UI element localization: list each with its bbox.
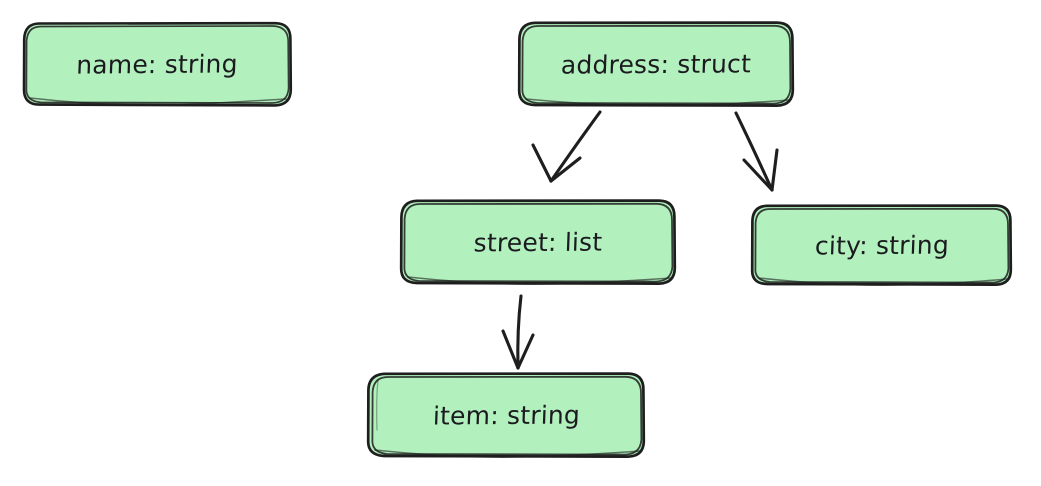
edge-street-to-item-head-right <box>516 333 535 370</box>
node-name-fill <box>24 23 291 105</box>
edge-address-to-city-head-right <box>770 148 779 192</box>
node-address-border-b <box>521 24 792 105</box>
node-name[interactable] <box>22 21 293 107</box>
node-address-border-c <box>525 98 790 107</box>
node-item[interactable] <box>366 372 646 458</box>
node-city-fill <box>753 206 1011 284</box>
node-name-border-a <box>22 21 293 107</box>
node-item-border-d <box>376 379 379 431</box>
node-name-border-c <box>29 97 287 106</box>
edge-address-to-city-head-left <box>742 158 774 192</box>
edge-street-to-item[interactable] <box>501 294 535 370</box>
edge-street-to-item-head-left <box>501 329 520 370</box>
node-street-border-b <box>403 202 674 283</box>
node-item-border-b <box>371 375 643 456</box>
edge-address-to-city[interactable] <box>734 111 779 192</box>
node-address[interactable] <box>517 21 795 107</box>
edge-address-to-street-head-left <box>531 143 553 183</box>
node-street[interactable] <box>399 199 677 285</box>
node-item-fill <box>369 374 644 456</box>
edge-address-to-street[interactable] <box>531 110 602 183</box>
node-street-border-a <box>399 199 677 285</box>
node-street-border-c <box>407 276 672 285</box>
node-address-border-a <box>517 21 795 107</box>
node-city-border-c <box>758 277 1008 286</box>
edge-address-to-city-line <box>734 111 774 192</box>
edge-address-to-street-head-right <box>549 156 582 183</box>
node-city-border-a <box>750 204 1013 286</box>
node-city[interactable] <box>750 204 1013 286</box>
edge-address-to-street-line <box>549 110 602 183</box>
node-city-border-b <box>754 207 1010 284</box>
node-street-fill <box>402 201 675 283</box>
node-name-border-b <box>25 25 290 104</box>
edge-street-to-item-line <box>516 294 523 370</box>
node-item-border-a <box>366 372 646 458</box>
node-item-border-c <box>374 449 641 458</box>
node-address-fill <box>520 23 793 105</box>
